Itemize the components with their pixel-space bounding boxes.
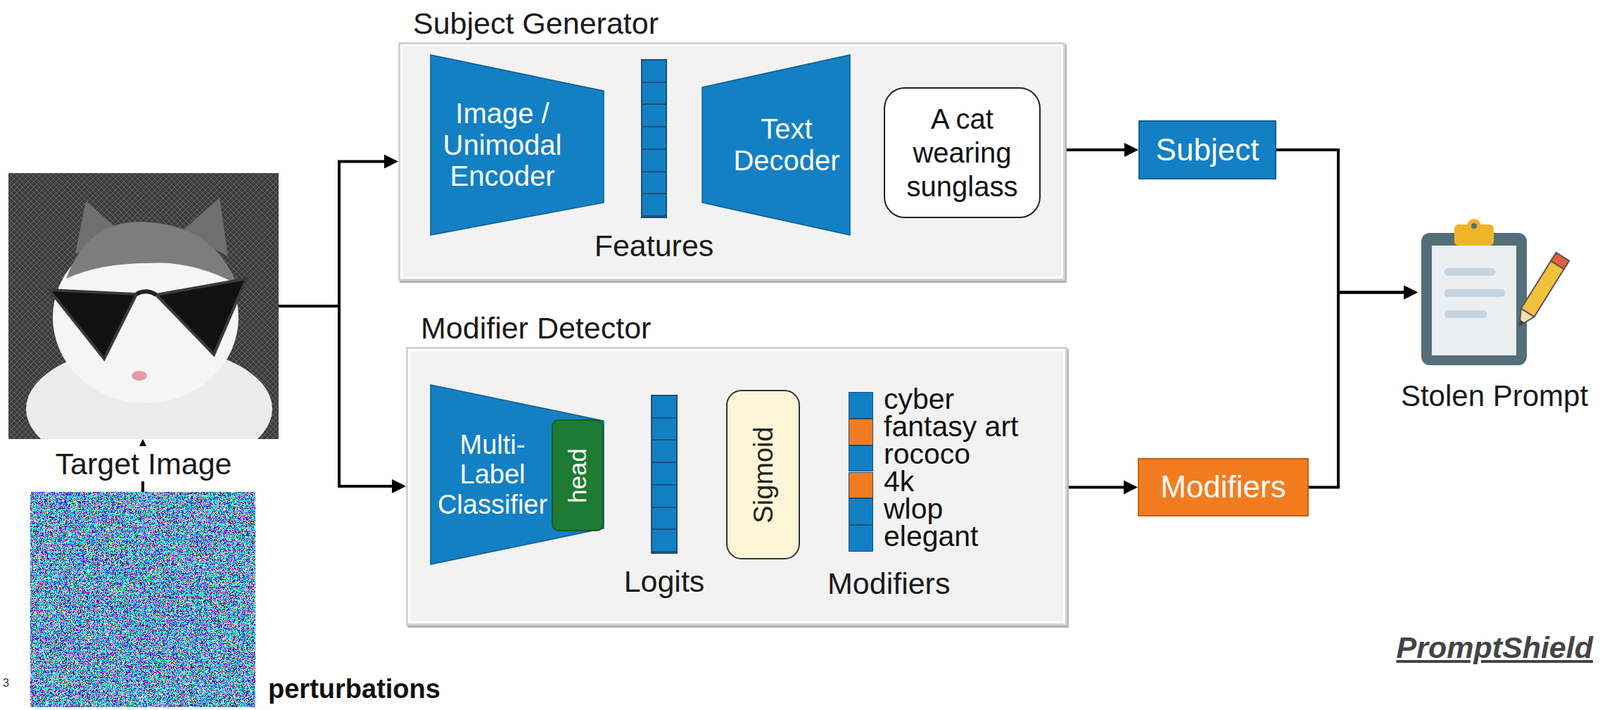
- classifier-head: head: [551, 419, 604, 532]
- head-label: head: [563, 448, 592, 504]
- block-label: Text Decoder: [726, 54, 848, 236]
- vector-bar: Features: [640, 59, 668, 219]
- page-number: 3: [2, 676, 10, 690]
- block-label: Image / Unimodal Encoder: [433, 54, 572, 236]
- vector-label: Features: [594, 227, 715, 264]
- modifier-cell: [848, 472, 874, 499]
- flow-arrow: [1067, 486, 1130, 490]
- flow-arrow: [278, 161, 390, 307]
- network-block: Image / Unimodal Encoder: [430, 54, 604, 236]
- network-block: Multi-Label Classifier head: [430, 384, 604, 565]
- sigmoid-label: Sigmoid: [747, 426, 779, 523]
- modifier-label: cyber: [883, 385, 1019, 414]
- flow-arrow: [1065, 148, 1130, 152]
- caption-text: A cat wearing sunglass: [894, 102, 1030, 204]
- trapezoid-outline: [702, 54, 850, 236]
- output-box: Modifiers: [1137, 458, 1309, 517]
- modifier-column: cyberfantasy artrococo4kwlopelegantModif…: [848, 391, 874, 552]
- modifier-cell: [848, 498, 874, 525]
- modifier-label: elegant: [883, 522, 1019, 551]
- modifier-cell: [848, 391, 874, 419]
- flow-arrow: [1308, 292, 1410, 488]
- modifier-cell: [848, 524, 874, 552]
- image-label: perturbations: [268, 673, 441, 705]
- output-box: Subject: [1138, 120, 1277, 180]
- watermark-label: PromptShield: [1395, 630, 1593, 665]
- vector-label: Logits: [624, 563, 706, 599]
- modifier-cell: [848, 418, 874, 446]
- modifier-label: wlop: [883, 495, 1019, 523]
- modifier-label: 4k: [883, 467, 1019, 496]
- network-block: Text Decoder: [702, 54, 850, 236]
- caption-box: A cat wearing sunglass: [883, 87, 1041, 219]
- flow-arrow: [278, 306, 398, 487]
- modifier-label: rococo: [883, 440, 1019, 468]
- output-label: Modifiers: [1160, 469, 1287, 506]
- modifier-label: fantasy art: [883, 413, 1019, 441]
- module-panel: Subject GeneratorImage / Unimodal Encode…: [398, 42, 1066, 281]
- block-label: Multi-Label Classifier: [432, 384, 554, 565]
- image-label: Target Image: [51, 446, 237, 482]
- output-label: Subject: [1156, 132, 1260, 169]
- panel-title: Modifier Detector: [420, 310, 651, 346]
- clipboard-icon: [1417, 217, 1572, 368]
- trapezoid-outline: [430, 54, 604, 236]
- noise-image: [30, 491, 256, 708]
- vector-bar: Logits: [650, 394, 678, 554]
- prompt-icon: Stolen Prompt: [1417, 217, 1572, 368]
- target-image: Target Image: [8, 173, 279, 440]
- module-panel: Modifier DetectorMulti-Label Classifierh…: [405, 346, 1068, 626]
- cat-photo: [8, 173, 279, 440]
- flow-arrow: [1276, 149, 1410, 293]
- modifier-list: cyberfantasy artrococo4kwlopelegant: [883, 385, 1019, 551]
- column-label: Modifiers: [827, 565, 950, 601]
- perturbation-image: perturbations: [30, 491, 256, 708]
- trapezoid-outline: [430, 384, 604, 565]
- modifier-cell: [848, 445, 874, 473]
- icon-label: Stolen Prompt: [1400, 378, 1589, 414]
- panel-title: Subject Generator: [413, 5, 659, 41]
- sigmoid-box: Sigmoid: [726, 389, 800, 560]
